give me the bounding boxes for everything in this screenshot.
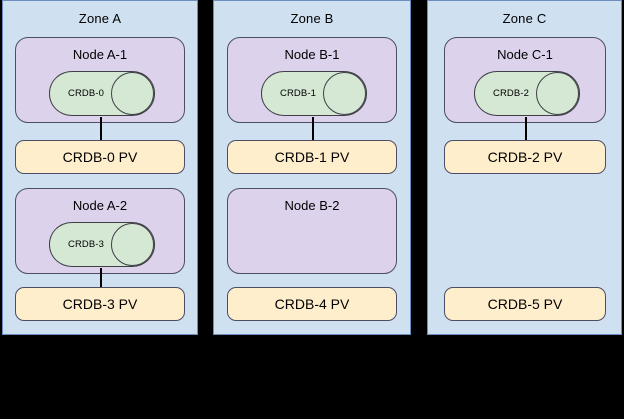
zone-panel-c[interactable]: Zone C Node C-1 CRDB-2 CRDB-2 PV CRDB-5 … <box>427 0 622 335</box>
zone-title-b: Zone B <box>290 11 334 26</box>
cylinder-cap-icon <box>111 223 154 266</box>
node-box-c-1[interactable]: Node C-1 CRDB-2 <box>444 37 606 123</box>
connector-node-a-2-to-crdb-3-pv <box>100 268 102 293</box>
cylinder-cap-icon <box>323 72 366 115</box>
pv-box-crdb-0[interactable]: CRDB-0 PV <box>15 140 185 174</box>
node-label-b-1: Node B-1 <box>284 47 340 62</box>
node-box-b-1[interactable]: Node B-1 CRDB-1 <box>227 37 397 123</box>
pv-box-crdb-3[interactable]: CRDB-3 PV <box>15 287 185 321</box>
zone-title-a: Zone A <box>78 11 122 26</box>
connector-node-c-1-to-crdb-2-pv <box>525 117 527 142</box>
database-label-crdb-2: CRDB-2 <box>493 88 529 99</box>
database-cylinder-crdb-2[interactable]: CRDB-2 <box>474 71 580 116</box>
zone-title-c: Zone C <box>502 11 547 26</box>
connector-node-a-1-to-crdb-0-pv <box>100 117 102 142</box>
pv-box-crdb-1[interactable]: CRDB-1 PV <box>227 140 397 174</box>
database-label-crdb-0: CRDB-0 <box>68 88 104 99</box>
node-label-b-2: Node B-2 <box>284 198 340 213</box>
node-label-a-1: Node A-1 <box>72 47 128 62</box>
database-label-crdb-3: CRDB-3 <box>68 239 104 250</box>
node-box-b-2[interactable]: Node B-2 <box>227 188 397 274</box>
connector-node-b-1-to-crdb-1-pv <box>312 117 314 142</box>
node-box-a-2[interactable]: Node A-2 CRDB-3 <box>15 188 185 274</box>
node-label-a-2: Node A-2 <box>72 198 128 213</box>
cylinder-cap-icon <box>111 72 154 115</box>
database-cylinder-crdb-1[interactable]: CRDB-1 <box>261 71 367 116</box>
database-label-crdb-1: CRDB-1 <box>280 88 316 99</box>
pv-box-crdb-2[interactable]: CRDB-2 PV <box>444 140 606 174</box>
zone-panel-a[interactable]: Zone A Node A-1 CRDB-0 CRDB-0 PV Node A-… <box>2 0 198 335</box>
database-cylinder-crdb-3[interactable]: CRDB-3 <box>49 222 155 267</box>
pv-box-crdb-5[interactable]: CRDB-5 PV <box>444 287 606 321</box>
pv-box-crdb-4[interactable]: CRDB-4 PV <box>227 287 397 321</box>
node-box-a-1[interactable]: Node A-1 CRDB-0 <box>15 37 185 123</box>
database-cylinder-crdb-0[interactable]: CRDB-0 <box>49 71 155 116</box>
node-label-c-1: Node C-1 <box>497 47 553 62</box>
cylinder-cap-icon <box>536 72 579 115</box>
zone-panel-b[interactable]: Zone B Node B-1 CRDB-1 CRDB-1 PV Node B-… <box>213 0 411 335</box>
